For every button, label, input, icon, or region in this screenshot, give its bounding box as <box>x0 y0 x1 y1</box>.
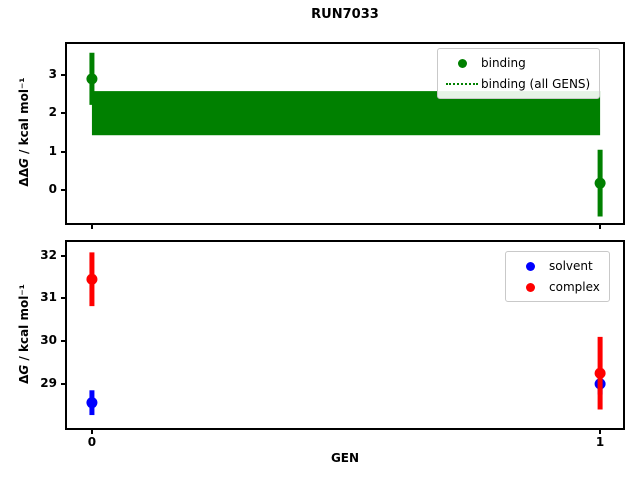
y-tick-label: 1 <box>48 143 57 158</box>
x-tick-label: 0 <box>87 435 97 449</box>
dot-icon <box>457 58 467 68</box>
y-tick <box>61 73 65 76</box>
legend-entry: binding (all GENS) <box>443 75 590 93</box>
legend-marker <box>511 282 549 292</box>
x-tick <box>90 430 93 434</box>
y-tick-label: 30 <box>40 333 57 348</box>
y-axis-label-top: ΔΔG / kcal mol⁻¹ <box>17 32 31 232</box>
y-tick <box>61 297 65 300</box>
plot-area-1 <box>86 252 606 416</box>
ylabel-bottom-g: G <box>17 364 31 375</box>
ylabel-top-g: G <box>17 158 31 168</box>
point-complex-1 <box>594 367 606 379</box>
y-tick-label: 32 <box>40 247 57 262</box>
point-binding-0 <box>86 73 98 85</box>
x-tick-label: 1 <box>595 435 605 449</box>
y-tick <box>61 382 65 385</box>
y-tick-label: 29 <box>40 375 57 390</box>
y-tick-label: 3 <box>48 66 57 81</box>
y-tick-label: 0 <box>48 182 57 197</box>
legend-marker <box>511 261 549 271</box>
y-tick <box>61 150 65 153</box>
point-binding-1 <box>594 177 606 189</box>
x-axis-label: GEN <box>330 451 360 465</box>
dotted-line-icon <box>446 83 478 85</box>
y-tick-label: 31 <box>40 290 57 305</box>
legend-entry: complex <box>511 278 600 296</box>
y-tick <box>61 340 65 343</box>
legend-label: solvent <box>549 259 593 273</box>
x-tick <box>90 225 93 229</box>
legend-1: solvent complex <box>505 251 610 302</box>
y-tick <box>61 189 65 192</box>
y-tick <box>61 254 65 257</box>
y-tick-label: 2 <box>48 105 57 120</box>
legend-entry: solvent <box>511 257 600 275</box>
point-solvent-0 <box>86 397 98 409</box>
legend-marker <box>443 58 481 68</box>
legend-label: binding (all GENS) <box>481 77 591 91</box>
dot-icon <box>525 261 535 271</box>
point-complex-0 <box>86 273 98 285</box>
legend-0: binding binding (all GENS) <box>437 48 601 99</box>
legend-label: binding <box>481 56 526 70</box>
x-tick <box>599 430 602 434</box>
y-tick <box>61 112 65 115</box>
figure-title: RUN7033 <box>311 7 379 22</box>
dot-icon <box>525 282 535 292</box>
legend-label: complex <box>549 280 600 294</box>
legend-entry: binding <box>443 54 590 72</box>
x-tick <box>599 225 602 229</box>
legend-marker <box>443 83 481 85</box>
